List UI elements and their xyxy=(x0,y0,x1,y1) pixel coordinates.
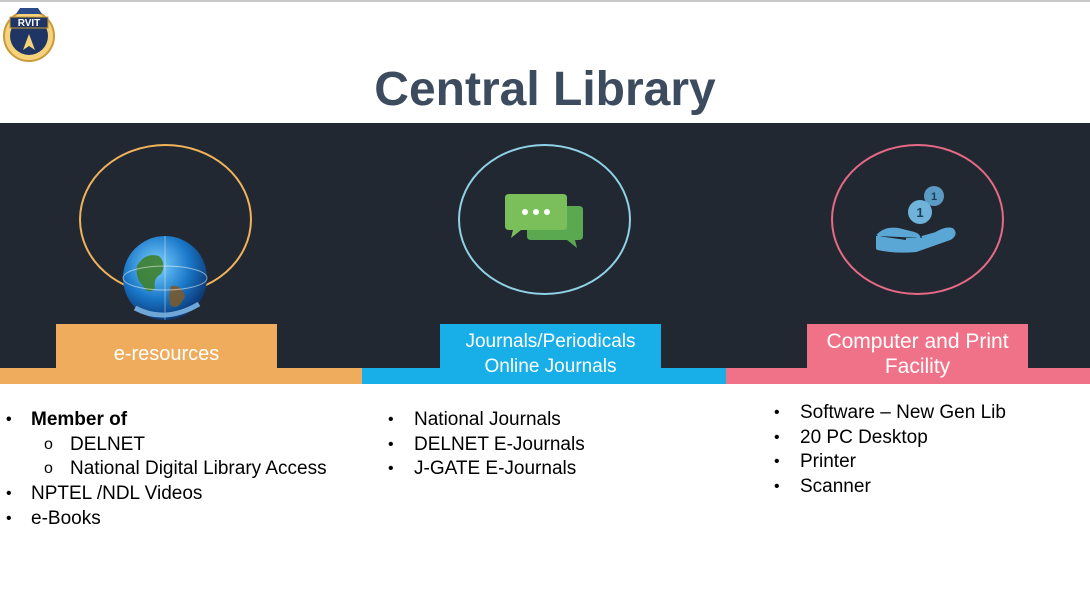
list-item: •National Journals xyxy=(388,408,585,433)
tab-label-line2: Facility xyxy=(884,355,951,378)
tab-label-line1: Journals/Periodicals xyxy=(465,331,636,352)
svg-text:1: 1 xyxy=(916,205,923,220)
journals-circle xyxy=(458,144,631,295)
list-item: •J-GATE E-Journals xyxy=(388,457,585,482)
bullet: • xyxy=(774,453,780,471)
list-item: •DELNET E-Journals xyxy=(388,433,585,458)
top-rule xyxy=(0,0,1090,2)
bullet: • xyxy=(6,411,12,428)
svg-text:RVIT: RVIT xyxy=(18,18,41,29)
tab-journals[interactable]: Journals/Periodicals Online Journals xyxy=(440,324,661,384)
list-item: •Member of xyxy=(6,408,327,433)
bullet: • xyxy=(6,485,12,503)
tab-label-line2: Online Journals xyxy=(484,356,617,377)
list-item: •Scanner xyxy=(774,475,1006,500)
chat-icon xyxy=(505,192,585,248)
list-item: •20 PC Desktop xyxy=(774,426,1006,451)
list-item: •Printer xyxy=(774,450,1006,475)
bullet: • xyxy=(388,411,394,428)
page-title: Central Library xyxy=(374,63,716,116)
coin-hand-icon: 1 1 xyxy=(876,184,960,256)
bullet: • xyxy=(774,428,780,446)
bullet: • xyxy=(388,435,394,453)
tab-label-line1: Computer and Print xyxy=(826,330,1009,353)
bullet: • xyxy=(388,460,394,478)
bullet: • xyxy=(774,404,780,421)
list-item: •Software – New Gen Lib xyxy=(774,401,1006,426)
bullet: • xyxy=(6,509,12,527)
globe-icon xyxy=(115,226,215,322)
svg-text:1: 1 xyxy=(931,191,937,203)
journals-list: •National Journals •DELNET E-Journals •J… xyxy=(388,408,585,482)
computer-list: •Software – New Gen Lib •20 PC Desktop •… xyxy=(774,401,1006,500)
rvit-logo: RVIT xyxy=(2,4,56,64)
sub-bullet: o xyxy=(44,435,53,453)
list-item: •NPTEL /NDL Videos xyxy=(6,482,327,507)
tab-computer-print[interactable]: Computer and Print Facility xyxy=(807,324,1028,384)
bullet: • xyxy=(774,478,780,496)
computer-circle xyxy=(831,144,1004,295)
tab-label: e-resources xyxy=(113,342,220,365)
list-item: •e-Books xyxy=(6,507,327,532)
sub-bullet: o xyxy=(44,460,53,478)
tab-eresources[interactable]: e-resources xyxy=(56,324,277,384)
